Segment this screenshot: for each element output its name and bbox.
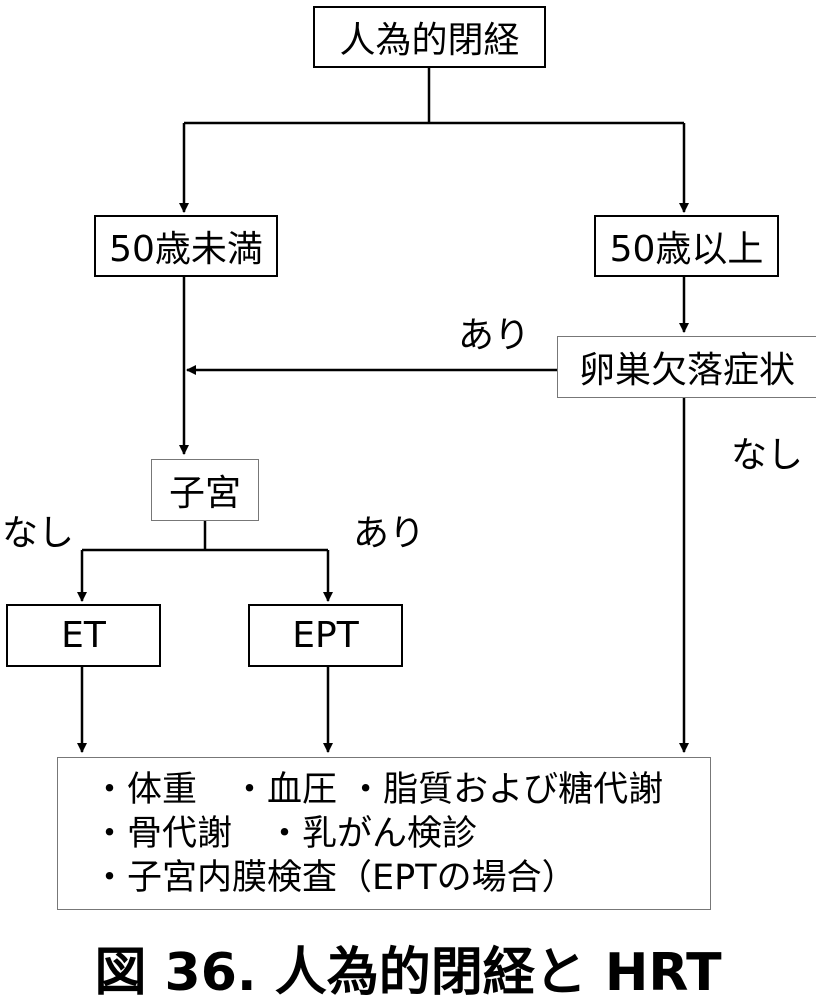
node-ept: EPT — [248, 604, 403, 667]
node-ovarian-deficiency-symptoms: 卵巣欠落症状 — [557, 336, 816, 398]
summary-line: ・子宮内膜検査（EPTの場合） — [92, 858, 577, 898]
node-over-50: 50歳以上 — [594, 215, 779, 277]
node-uterus: 子宮 — [151, 459, 259, 521]
node-et: ET — [6, 604, 161, 667]
node-artificial-menopause: 人為的閉経 — [313, 6, 546, 68]
label-uterus-yes: あり — [353, 513, 426, 554]
label-uterus-no: なし — [2, 513, 75, 554]
figure-caption: 図 36. 人為的閉経と HRT — [94, 943, 722, 1003]
monitoring-summary-box: ・体重 ・血圧 ・脂質および糖代謝 ・骨代謝 ・乳がん検診 ・子宮内膜検査（EP… — [57, 757, 711, 910]
summary-line: ・骨代謝 ・乳がん検診 — [92, 814, 478, 854]
summary-line: ・体重 ・血圧 ・脂質および糖代謝 — [92, 770, 664, 810]
label-ovarian-no: なし — [731, 435, 804, 476]
label-ovarian-yes: あり — [458, 315, 531, 356]
node-under-50: 50歳未満 — [94, 215, 278, 277]
